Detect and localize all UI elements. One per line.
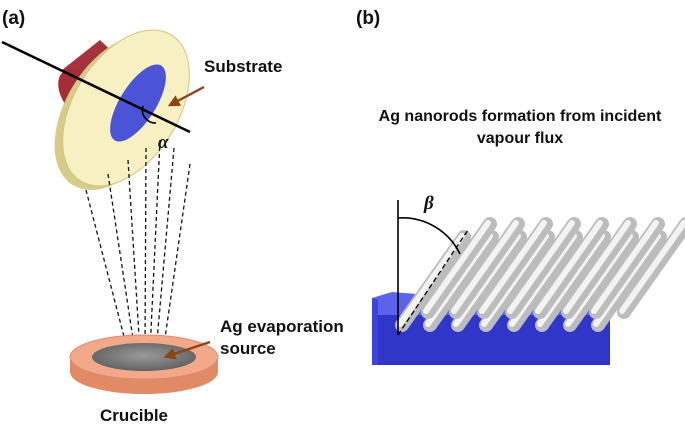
brown-arrow-icon	[163, 340, 211, 360]
panel-b-title-line2: vapour flux	[477, 130, 563, 147]
panel-b-tag: (b)	[356, 8, 380, 29]
alpha-arc	[141, 105, 157, 124]
nanorod-highlight	[479, 220, 547, 314]
nanorod-highlight	[397, 233, 465, 327]
nanorod-highlight	[451, 220, 519, 314]
panel-b-title-line1: Ag nanorods formation from incident	[379, 108, 662, 125]
nanorod-highlight	[619, 220, 685, 314]
tilt-axis-line	[1, 40, 191, 134]
beta-arc	[397, 217, 461, 255]
beta-symbol: β	[423, 193, 434, 214]
evaporation-source	[92, 343, 196, 371]
nanorod-highlight	[591, 220, 659, 314]
source-label-line2: source	[220, 339, 276, 358]
nanorod-highlight	[563, 220, 631, 314]
alpha-symbol: α	[158, 132, 169, 153]
nanorod-highlight	[535, 220, 603, 314]
vapour-flux-lines	[85, 139, 191, 353]
nanorod-highlight	[423, 220, 491, 314]
substrate-label: Substrate	[204, 57, 282, 76]
source-label-line1: Ag evaporation	[220, 317, 344, 336]
crucible-label: Crucible	[100, 406, 168, 425]
panel-a-tag: (a)	[2, 8, 25, 29]
substrate	[110, 64, 166, 142]
brown-arrow-icon	[167, 85, 205, 107]
nanorod-highlight	[507, 220, 575, 314]
crucible	[69, 334, 219, 394]
nanorods	[395, 217, 685, 332]
